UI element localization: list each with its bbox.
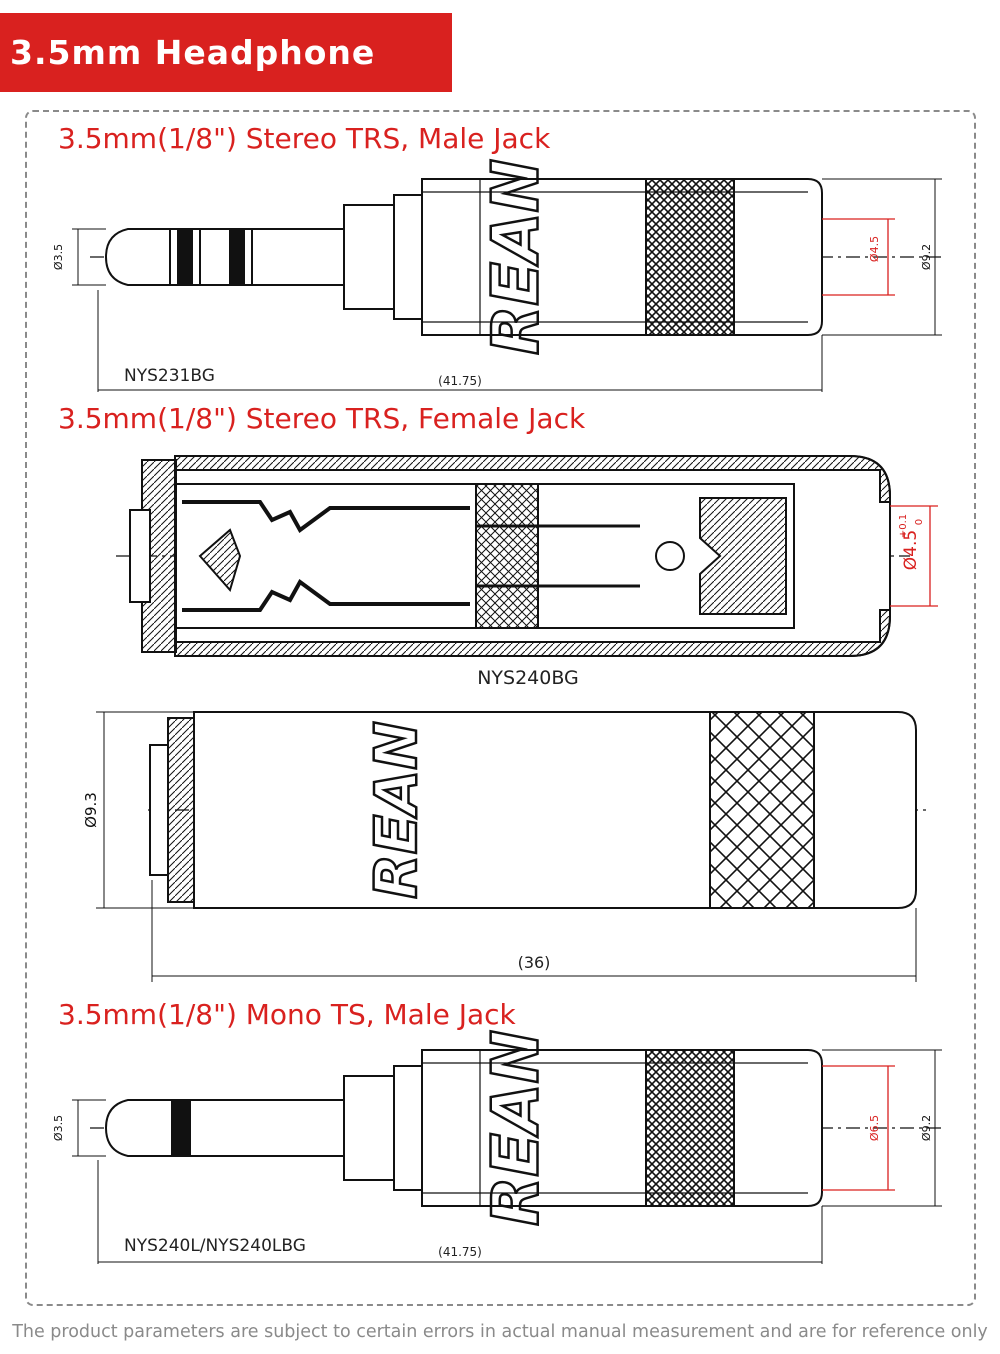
stereo-male-model-label: NYS231BG — [124, 366, 215, 386]
mono-male-brand-logo: REAN — [480, 1030, 554, 1226]
disclaimer-note: The product parameters are subject to ce… — [12, 1322, 988, 1342]
mono-male-inner-diameter-label: Ø6.5 — [868, 1115, 881, 1141]
mono-male-length-label: (41.75) — [438, 1245, 482, 1259]
mono-male-dimensions — [72, 1049, 942, 1264]
page-title-banner: 3.5mm Headphone Jack — [0, 13, 452, 151]
stereo-male-inner-dimension — [822, 218, 895, 296]
mono-male-model-label: NYS240L/NYS240LBG — [124, 1236, 306, 1256]
stereo-female-bore-dimension — [890, 505, 938, 607]
mono-male-inner-dimension — [822, 1065, 895, 1191]
stereo-female-outer-diameter-label: Ø9.3 — [82, 792, 100, 828]
stereo-female-exterior-drawing — [148, 711, 930, 909]
mono-male-outer-diameter-label: Ø9.2 — [920, 1115, 933, 1141]
stereo-male-inner-diameter-label: Ø4.5 — [868, 236, 881, 262]
stereo-male-tip-diameter-label: Ø3.5 — [52, 244, 65, 270]
section-title-mono-male: 3.5mm(1/8") Mono TS, Male Jack — [58, 998, 516, 1031]
stereo-female-exterior-dimensions — [96, 711, 917, 982]
stereo-female-section-drawing — [116, 455, 910, 657]
stereo-male-outer-diameter-label: Ø9.2 — [920, 244, 933, 270]
stereo-male-dimensions — [72, 178, 942, 392]
diagram-frame — [25, 110, 976, 1306]
mono-male-tip-diameter-label: Ø3.5 — [52, 1115, 65, 1141]
stereo-female-tolerance-minus: 0 — [914, 519, 925, 525]
section-title-stereo-female: 3.5mm(1/8") Stereo TRS, Female Jack — [58, 402, 586, 435]
stereo-female-tolerance-plus: +0.1 — [898, 514, 909, 538]
stereo-male-brand-logo: REAN — [480, 159, 554, 355]
stereo-female-brand-logo: REAN — [362, 721, 430, 899]
section-title-stereo-male: 3.5mm(1/8") Stereo TRS, Male Jack — [58, 122, 551, 155]
mono-male-plug-drawing — [90, 1049, 945, 1207]
stereo-male-length-label: (41.75) — [438, 374, 482, 388]
stereo-female-model-label: NYS240BG — [477, 667, 579, 689]
stereo-female-bore-label: Ø4.5 — [901, 530, 921, 570]
stereo-male-plug-drawing — [90, 178, 945, 336]
stereo-female-length-label: (36) — [518, 953, 551, 972]
